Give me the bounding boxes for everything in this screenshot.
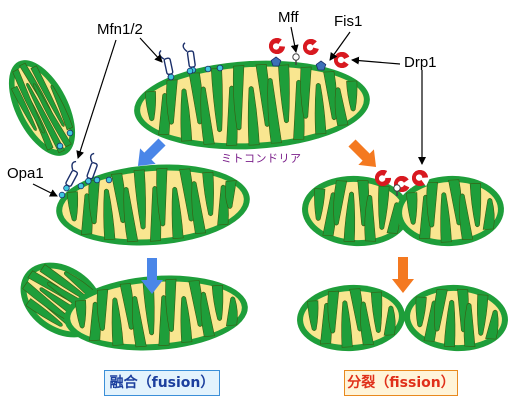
label-mitochondria: ミトコンドリア — [221, 152, 302, 165]
label-mfn: Mfn1/2 — [97, 21, 143, 38]
fission-label-box: 分裂（fission） — [344, 370, 458, 396]
label-opa1: Opa1 — [7, 165, 44, 182]
cristae — [10, 62, 74, 154]
mff-receptor — [393, 184, 401, 196]
fission-arrow-icon — [348, 139, 377, 168]
mitochondrion-fused-main — [64, 275, 248, 351]
mitochondrion-split-right — [404, 284, 508, 352]
mfn-site-dot — [56, 142, 64, 150]
mfn-site-dot — [105, 176, 113, 184]
cristae — [406, 179, 495, 243]
label-fis1: Fis1 — [334, 13, 363, 30]
cristae — [66, 167, 237, 243]
fission-label: 分裂（fission） — [347, 375, 455, 391]
drp1-protein — [394, 176, 412, 192]
mfn-pointer-line — [139, 37, 163, 63]
label-drp1: Drp1 — [404, 54, 437, 71]
drp1-protein — [412, 170, 431, 187]
mfn-site-dot — [77, 182, 85, 190]
mfn-site-dot — [186, 67, 194, 75]
mfn-site-dot — [204, 65, 212, 73]
cristae — [415, 288, 499, 348]
fission-arrow-icon — [392, 257, 414, 293]
mff-receptor — [292, 53, 300, 65]
mff-pointer-line — [290, 26, 299, 53]
drp1-protein — [269, 37, 288, 54]
fis1-pointer-line — [329, 31, 351, 61]
cristae — [144, 64, 358, 146]
mfn-protein — [85, 152, 98, 185]
mitochondrion-fission-left — [302, 175, 410, 247]
mfn-protein — [63, 160, 79, 192]
mitochondrion-fusing-right — [56, 164, 250, 246]
mfn-site-dot — [93, 176, 101, 184]
cristae — [74, 278, 238, 348]
label-mff: Mff — [278, 9, 299, 26]
mitochondrion-top — [134, 60, 370, 150]
mfn-pointer-line — [76, 39, 117, 159]
cristae — [307, 288, 396, 348]
drp1-protein — [375, 169, 394, 186]
fusion-arrow-icon — [137, 138, 166, 167]
opa1-pointer-line — [32, 183, 58, 197]
drp1-pointer-line — [351, 56, 401, 65]
drp1-protein — [303, 39, 321, 55]
fusion-arrow-icon — [141, 258, 163, 294]
mitochondrion-split-left — [297, 284, 405, 352]
mitochondrion-left-small — [8, 60, 76, 156]
mfn-site-dot — [66, 129, 74, 137]
fusion-label-box: 融合（fusion） — [104, 370, 220, 396]
drp1-protein — [334, 52, 352, 68]
mfn-site-dot — [58, 191, 66, 199]
mfn-protein — [182, 42, 197, 74]
fis1-receptor — [315, 60, 327, 71]
mfn-site-dot — [167, 73, 175, 81]
mfn-site-dot — [216, 64, 224, 72]
fis1-receptor — [270, 56, 282, 67]
fusion-label: 融合（fusion） — [109, 375, 215, 391]
mitochondrion-fission-right — [396, 175, 504, 247]
cristae — [314, 179, 401, 243]
